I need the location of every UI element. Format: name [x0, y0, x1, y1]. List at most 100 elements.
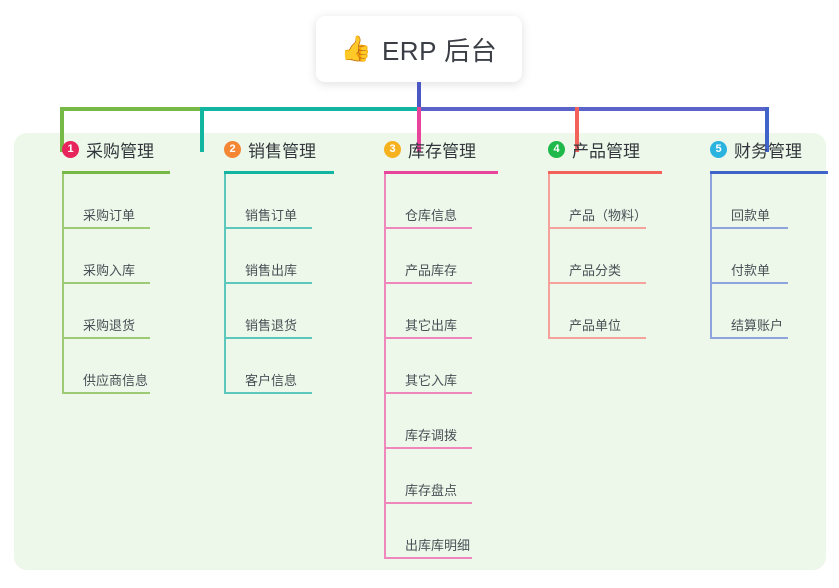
leaf-item-label: 回款单 — [731, 208, 771, 223]
drop-connector-2 — [200, 107, 204, 152]
leaf-item-label: 采购退货 — [83, 318, 136, 333]
leaf-item[interactable]: 产品分类 — [548, 250, 646, 284]
column-badge-3: 3 — [384, 141, 401, 158]
leaf-item[interactable]: 采购入库 — [62, 250, 150, 284]
root-node-card[interactable]: 👍 ERP 后台 — [316, 16, 522, 82]
leaf-item-label: 其它入库 — [405, 373, 458, 388]
column-title-2: 销售管理 — [248, 142, 316, 161]
leaf-item[interactable]: 采购订单 — [62, 195, 150, 229]
leaf-item-rule — [384, 392, 472, 394]
leaf-item-rule — [548, 337, 646, 339]
column-1: 1 采购管理采购订单采购入库采购退货供应商信息 — [38, 133, 188, 394]
leaf-item[interactable]: 供应商信息 — [62, 360, 150, 394]
leaf-item[interactable]: 付款单 — [710, 250, 788, 284]
column-3: 3 库存管理仓库信息产品库存其它出库其它入库库存调拨库存盘点出库库明细 — [360, 133, 512, 559]
bus-segment-middle — [200, 107, 421, 111]
leaf-item-rule — [224, 337, 312, 339]
leaf-item-rule — [384, 502, 472, 504]
leaf-item[interactable]: 回款单 — [710, 195, 788, 229]
leaf-item[interactable]: 出库库明细 — [384, 525, 472, 559]
leaf-item-label: 其它出库 — [405, 318, 458, 333]
column-spine-2 — [224, 174, 226, 394]
column-rule-5 — [710, 171, 828, 174]
leaf-item-rule — [710, 282, 788, 284]
column-spine-1 — [62, 174, 64, 394]
leaf-item-label: 产品单位 — [569, 318, 622, 333]
root-node-title: ERP 后台 — [381, 35, 498, 66]
leaf-item-rule — [548, 282, 646, 284]
leaf-item-label: 采购订单 — [83, 208, 136, 223]
leaf-item-label: 供应商信息 — [83, 373, 149, 388]
column-badge-4: 4 — [548, 141, 565, 158]
bus-cap-right — [765, 107, 769, 152]
leaf-item[interactable]: 采购退货 — [62, 305, 150, 339]
leaf-item[interactable]: 销售订单 — [224, 195, 312, 229]
leaf-item-label: 销售出库 — [245, 263, 298, 278]
column-spine-4 — [548, 174, 550, 339]
leaf-item[interactable]: 产品（物料） — [548, 195, 648, 229]
column-title-5: 财务管理 — [734, 142, 802, 161]
leaf-item[interactable]: 客户信息 — [224, 360, 312, 394]
column-title-3: 库存管理 — [408, 142, 476, 161]
leaf-item-label: 出库库明细 — [405, 538, 471, 553]
leaf-item-rule — [62, 227, 150, 229]
column-5: 5 财务管理回款单付款单结算账户 — [686, 133, 828, 339]
leaf-item-label: 产品分类 — [569, 263, 622, 278]
column-rule-2 — [224, 171, 334, 174]
leaf-item[interactable]: 产品单位 — [548, 305, 646, 339]
leaf-item[interactable]: 销售出库 — [224, 250, 312, 284]
leaf-item-label: 采购入库 — [83, 263, 136, 278]
column-header-3[interactable]: 3 库存管理 — [360, 133, 512, 166]
drop-connector-3 — [417, 107, 421, 152]
column-spine-3 — [384, 174, 386, 559]
leaf-item-label: 仓库信息 — [405, 208, 458, 223]
column-badge-1: 1 — [62, 141, 79, 158]
leaf-item-rule — [62, 282, 150, 284]
leaf-item-rule — [384, 227, 472, 229]
leaf-item[interactable]: 库存调拨 — [384, 415, 472, 449]
column-header-1[interactable]: 1 采购管理 — [38, 133, 188, 166]
leaf-item[interactable]: 销售退货 — [224, 305, 312, 339]
leaf-item-label: 产品库存 — [405, 263, 458, 278]
leaf-item-rule — [224, 282, 312, 284]
leaf-item-rule — [384, 337, 472, 339]
leaf-item[interactable]: 产品库存 — [384, 250, 472, 284]
leaf-item-rule — [384, 282, 472, 284]
leaf-item-label: 销售退货 — [245, 318, 298, 333]
leaf-item[interactable]: 结算账户 — [710, 305, 788, 339]
leaf-item[interactable]: 库存盘点 — [384, 470, 472, 504]
leaf-item[interactable]: 其它出库 — [384, 305, 472, 339]
leaf-item-label: 库存盘点 — [405, 483, 458, 498]
leaf-item-rule — [710, 227, 788, 229]
column-header-5[interactable]: 5 财务管理 — [686, 133, 826, 166]
leaf-item-rule — [548, 227, 646, 229]
column-rule-1 — [62, 171, 170, 174]
drop-connector-4 — [575, 107, 579, 152]
leaf-item-rule — [62, 392, 150, 394]
leaf-item-rule — [384, 557, 472, 559]
bus-cap-left — [60, 107, 64, 152]
bus-segment-right — [417, 107, 769, 111]
leaf-item-rule — [62, 337, 150, 339]
leaf-item-label: 付款单 — [731, 263, 771, 278]
column-rule-4 — [548, 171, 662, 174]
leaf-item-rule — [710, 337, 788, 339]
thumbs-up-emoji: 👍 — [340, 34, 372, 63]
leaf-item[interactable]: 仓库信息 — [384, 195, 472, 229]
leaf-item-label: 结算账户 — [731, 318, 784, 333]
column-title-1: 采购管理 — [86, 142, 154, 161]
leaf-item[interactable]: 其它入库 — [384, 360, 472, 394]
column-rule-3 — [384, 171, 498, 174]
leaf-item-label: 客户信息 — [245, 373, 298, 388]
column-badge-5: 5 — [710, 141, 727, 158]
leaf-item-label: 产品（物料） — [569, 208, 648, 223]
bus-segment-left — [60, 107, 204, 111]
leaf-item-rule — [224, 392, 312, 394]
leaf-item-label: 库存调拨 — [405, 428, 458, 443]
column-spine-5 — [710, 174, 712, 339]
